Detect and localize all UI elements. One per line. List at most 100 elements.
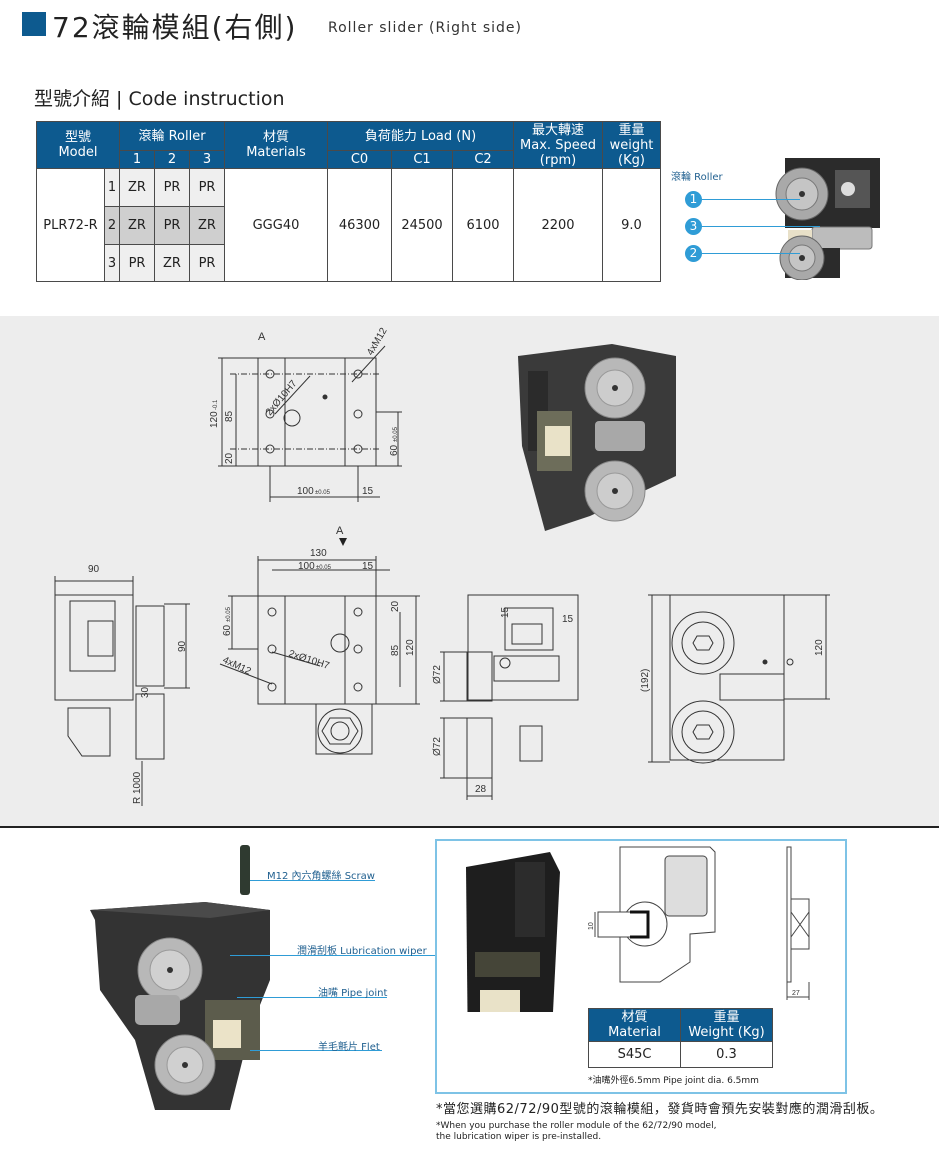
dim-130: 130 xyxy=(310,548,327,559)
dim-pin-holes-front: 2xØ10H7 xyxy=(287,648,331,672)
rear-body xyxy=(669,594,785,761)
arrow-a-icon xyxy=(339,538,347,546)
variant-no: 3 xyxy=(104,244,120,282)
dim-60-tol-top: ±0.05 xyxy=(393,426,399,442)
dim-85-top: 85 xyxy=(224,410,235,422)
rear-roller-bottom xyxy=(671,700,735,764)
footer-note-zh: *當您選購62/72/90型號的滾輪模組，發貨時會預先安裝對應的潤滑刮板。 xyxy=(436,1102,884,1117)
top-roller-bolt xyxy=(167,967,173,973)
side-window xyxy=(69,600,116,672)
roller-callout-label: 滾輪 Roller xyxy=(671,172,723,183)
header-c2: C2 xyxy=(452,150,514,169)
header-load: 負荷能力 Load (N) xyxy=(327,121,514,151)
dim-60-front: 60 xyxy=(222,624,233,636)
product-photo-3d xyxy=(518,344,676,531)
table-row: PLR72-R 1 ZR PR PR GGG40 46300 24500 610… xyxy=(36,168,661,282)
dim-100-tol-front: ±0.05 xyxy=(316,565,332,571)
callout-pipe-joint: 油嘴 Pipe joint xyxy=(318,988,388,999)
roller-product-photo xyxy=(775,158,880,280)
side-bracket xyxy=(67,707,111,757)
felt xyxy=(213,1020,241,1048)
top-view-a xyxy=(218,345,402,502)
wiper-drawings: 10 27 xyxy=(466,846,810,1012)
roller-cell: PR xyxy=(189,168,225,207)
model-cell: PLR72-R xyxy=(36,168,105,282)
load-c2-cell: 6100 xyxy=(452,168,514,282)
roller-cell: ZR xyxy=(119,206,155,245)
roller-cell: PR xyxy=(154,206,190,245)
dim-120-rear: 120 xyxy=(814,639,825,656)
arrow-a-label: A xyxy=(336,525,344,537)
dim-20-front: 20 xyxy=(390,600,401,612)
badge-line xyxy=(702,226,820,227)
rear-roller-top xyxy=(671,611,735,675)
dim-dia72-top: Ø72 xyxy=(432,665,443,684)
dim-15-top: 15 xyxy=(362,486,374,497)
dim-dia72-bottom: Ø72 xyxy=(432,737,443,756)
rear-middle-roller xyxy=(719,673,785,701)
dim-r1000: R 1000 xyxy=(132,771,143,804)
side-body xyxy=(54,594,134,701)
end-view xyxy=(440,594,579,800)
front-hex-nut xyxy=(321,717,359,745)
end-roller-top xyxy=(466,651,493,702)
dim-60-top: 60 xyxy=(389,444,400,456)
speed-cell: 2200 xyxy=(513,168,603,282)
view-a-label: A xyxy=(258,331,266,343)
roller-3 xyxy=(811,226,873,250)
page-subtitle: Roller slider (Right side) xyxy=(328,20,522,36)
end-middle-roller xyxy=(493,655,560,682)
dim-100-front: 100 xyxy=(298,561,315,572)
roller-cell: PR xyxy=(154,168,190,207)
header-model: 型號 Model xyxy=(36,121,120,169)
side-roller-bottom xyxy=(135,693,165,760)
assembly-photo xyxy=(90,845,270,1110)
roller-badge-3: 3 xyxy=(685,218,702,235)
inner-bearing xyxy=(841,182,855,196)
dim-120-top: 120 xyxy=(209,411,220,428)
header-speed: 最大轉速 Max. Speed (rpm) xyxy=(513,121,603,169)
callout-line-wiper xyxy=(230,955,435,956)
dim-192: (192) xyxy=(640,669,651,692)
roller-cell: PR xyxy=(119,244,155,282)
weight-cell: 9.0 xyxy=(602,168,661,282)
roller-2-bolt xyxy=(799,255,805,261)
wiper-photo xyxy=(466,852,560,1012)
callout-wiper: 潤滑刮板 Lubrication wiper xyxy=(297,946,427,957)
roller-badge-2: 2 xyxy=(685,245,702,262)
footer-note-en: *When you purchase the roller module of … xyxy=(436,1121,716,1143)
middle-roller xyxy=(135,995,180,1025)
badge-line xyxy=(702,253,800,254)
material-cell: GGG40 xyxy=(224,168,328,282)
front-lower-block xyxy=(315,703,373,755)
dim-10: 10 xyxy=(588,922,595,930)
callout-screw: M12 內六角螺絲 Scraw xyxy=(267,871,375,882)
bottom-roller-bolt xyxy=(182,1062,188,1068)
dim-4xm12-top: 4xM12 xyxy=(365,326,390,358)
dim-85-front: 85 xyxy=(390,644,401,656)
callout-line-felt xyxy=(250,1050,382,1051)
variant-no: 2 xyxy=(104,206,120,245)
section-divider xyxy=(0,826,939,828)
end-nut-bottom xyxy=(519,725,543,762)
end-body xyxy=(467,594,579,701)
footer-note-en-line1: *When you purchase the roller module of … xyxy=(436,1121,717,1131)
front-roller xyxy=(317,708,363,754)
side-view xyxy=(54,576,190,806)
header-c1: C1 xyxy=(391,150,453,169)
dim-28: 28 xyxy=(475,784,487,795)
end-window xyxy=(504,607,554,651)
roller-cell: ZR xyxy=(119,168,155,207)
header-c0: C0 xyxy=(327,150,392,169)
dim-4xm12-front: 4xM12 xyxy=(221,655,253,678)
dim-100-top: 100 xyxy=(297,486,314,497)
table-row: 3 PR ZR PR xyxy=(37,244,661,282)
dim-60-tol-front: ±0.05 xyxy=(226,606,232,622)
dim-27: 27 xyxy=(792,990,800,997)
callout-line-pipe xyxy=(237,997,387,998)
wiper-table: 材質 Material 重量 Weight (Kg) S45C 0.3 xyxy=(588,1008,773,1068)
roller-cell: ZR xyxy=(154,244,190,282)
technical-drawings: A 4xM12 2xØ10H7 120 -0.1 85 20 60 ±0.05 … xyxy=(54,326,830,806)
header-roller-1: 1 xyxy=(119,150,155,169)
dim-90-width: 90 xyxy=(88,564,100,575)
